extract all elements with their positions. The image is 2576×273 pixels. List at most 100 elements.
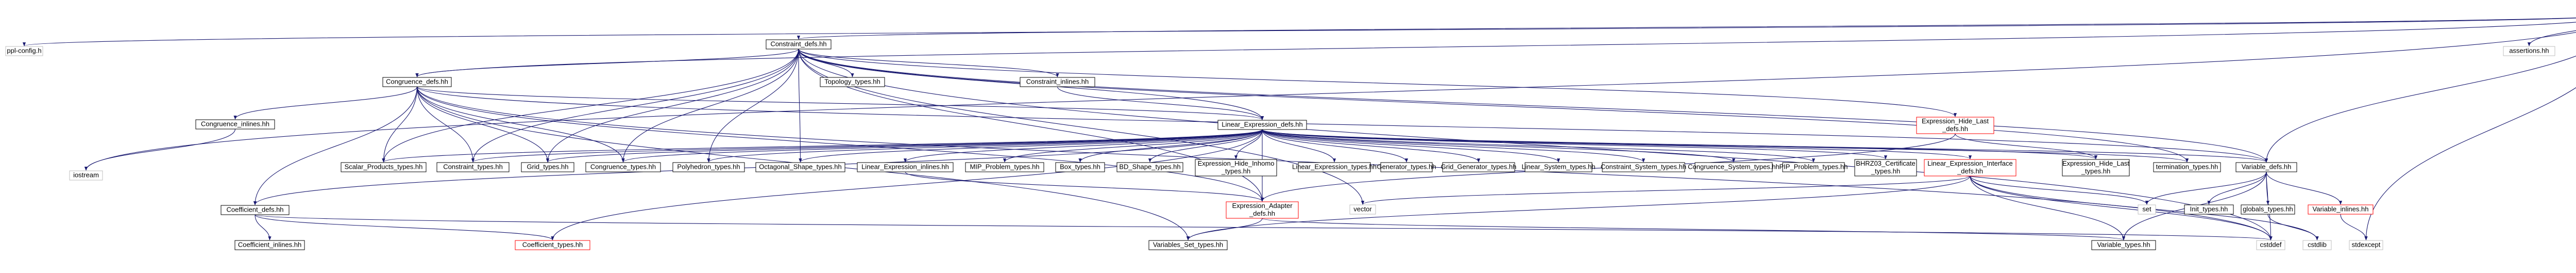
- graph-node-linear-expression-defs-hh[interactable]: Linear_Expression_defs.hh: [1217, 120, 1307, 130]
- graph-node-congruence-defs-hh[interactable]: Congruence_defs.hh: [382, 77, 452, 87]
- node-box: [1442, 162, 1515, 172]
- dependency-edge: [707, 49, 799, 163]
- dependency-edge: [1234, 129, 1263, 159]
- graph-node-grid-generator-types-hh[interactable]: Grid_Generator_types.hh: [1441, 162, 1517, 172]
- graph-node-iostream[interactable]: iostream: [69, 170, 103, 181]
- graph-node-constraint-defs-hh[interactable]: Constraint_defs.hh: [766, 39, 832, 50]
- graph-node-variable-types-hh[interactable]: Variable_types.hh: [2091, 240, 2156, 250]
- graph-node-expression-adapter-defs-hh[interactable]: Expression_Adapter_defs.hh: [1226, 201, 1299, 219]
- dependency-edge: [415, 49, 799, 77]
- graph-node-ppl-config-h[interactable]: ppl-config.h: [5, 46, 43, 56]
- graph-node-globals-types-hh[interactable]: globals_types.hh: [2241, 204, 2295, 215]
- graph-node-coefficient-inlines-hh[interactable]: Coefficient_inlines.hh: [234, 240, 305, 250]
- node-box: [1782, 162, 1845, 172]
- node-label: _defs.hh: [1249, 210, 1275, 217]
- node-label: Expression_Adapter: [1232, 202, 1293, 210]
- node-box: [341, 162, 427, 172]
- graph-node-constraint-types-hh[interactable]: Constraint_types.hh: [436, 162, 510, 172]
- node-layer: Congruence.ccppl-config.hConstraint_defs…: [5, 39, 2555, 250]
- dependency-edge: [797, 17, 2576, 40]
- graph-node-generator-types-hh[interactable]: Generator_types.hh: [1377, 162, 1436, 172]
- dependency-edge: [416, 86, 625, 163]
- graph-node-variable-defs-hh[interactable]: Variable_defs.hh: [2235, 162, 2297, 172]
- graph-node-cstddef[interactable]: cstddef: [2256, 240, 2285, 250]
- node-label: _types.hh: [1871, 167, 1900, 175]
- node-box: [755, 162, 845, 172]
- graph-node-grid-types-hh[interactable]: Grid_types.hh: [521, 162, 574, 172]
- dependency-edge: [1970, 175, 2148, 205]
- dependency-edge: [546, 129, 1263, 163]
- node-label: _defs.hh: [1957, 167, 1983, 175]
- node-label: Grid_Generator_types.hh: [1441, 163, 1517, 170]
- graph-node-stdexcept[interactable]: stdexcept: [2349, 240, 2383, 250]
- dependency-edge: [1262, 129, 1735, 163]
- node-label: ppl-config.h: [7, 46, 41, 54]
- node-label: Congruence_types.hh: [590, 163, 656, 170]
- graph-node-coefficient-types-hh[interactable]: Coefficient_types.hh: [515, 240, 590, 250]
- graph-node-variables-set-types-hh[interactable]: Variables_Set_types.hh: [1148, 240, 1228, 250]
- graph-node-init-types-hh[interactable]: Init_types.hh: [2184, 204, 2234, 215]
- graph-node-constraint-inlines-hh[interactable]: Constraint_inlines.hh: [1020, 77, 1095, 87]
- node-label: Linear_Expression_types.hh: [1292, 163, 1377, 170]
- dependency-edge: [415, 22, 2576, 77]
- node-box: [1380, 162, 1433, 172]
- node-label: BD_Shape_types.hh: [1119, 163, 1180, 170]
- graph-node-mip-problem-types-hh[interactable]: MIP_Problem_types.hh: [965, 162, 1044, 172]
- node-label: Generator_types.hh: [1377, 163, 1436, 170]
- node-label: Polyhedron_types.hh: [677, 163, 740, 170]
- node-label: Variable_types.hh: [2097, 240, 2150, 248]
- graph-node-variable-inlines-hh[interactable]: Variable_inlines.hh: [2308, 204, 2374, 215]
- graph-node-termination-types-hh[interactable]: termination_types.hh: [2153, 162, 2221, 172]
- graph-node-linear-expression-inlines-hh[interactable]: Linear_Expression_inlines.hh: [857, 162, 954, 172]
- graph-node-expression-hide-last-types-hh[interactable]: Expression_Hide_Last_types.hh: [2062, 159, 2130, 176]
- node-box: [672, 162, 745, 172]
- graph-node-coefficient-defs-hh[interactable]: Coefficient_defs.hh: [221, 205, 290, 215]
- graph-node-expression-hide-inhomo-types-hh[interactable]: Expression_Hide_Inhomo_types.hh: [1195, 159, 1277, 176]
- graph-node-congruence-types-hh[interactable]: Congruence_types.hh: [585, 162, 661, 172]
- dependency-edge: [707, 129, 1263, 163]
- graph-node-bd-shape-types-hh[interactable]: BD_Shape_types.hh: [1116, 162, 1183, 172]
- graph-node-topology-types-hh[interactable]: Topology_types.hh: [820, 77, 885, 87]
- graph-node-linear-expression-types-hh[interactable]: Linear_Expression_types.hh: [1292, 162, 1377, 172]
- node-label: Expression_Hide_Inhomo: [1198, 159, 1275, 167]
- graph-node-scalar-products-types-hh[interactable]: Scalar_Products_types.hh: [341, 162, 427, 172]
- graph-node-polyhedron-types-hh[interactable]: Polyhedron_types.hh: [672, 162, 745, 172]
- graph-node-constraint-system-types-hh[interactable]: Constraint_System_types.hh: [1601, 162, 1686, 172]
- graph-node-cstdlib[interactable]: cstdlib: [2302, 240, 2332, 250]
- graph-node-congruence-system-types-hh[interactable]: Congruence_System_types.hh: [1688, 162, 1780, 172]
- node-label: assertions.hh: [2509, 46, 2549, 54]
- node-label: Coefficient_inlines.hh: [238, 240, 301, 248]
- dependency-edge: [1262, 129, 1336, 163]
- dependency-edge: [253, 86, 418, 205]
- graph-node-linear-expression-interface-defs-hh[interactable]: Linear_Expression_Interface_defs.hh: [1924, 159, 2016, 176]
- graph-node-assertions-hh[interactable]: assertions.hh: [2503, 46, 2555, 56]
- dependency-edge: [798, 49, 1059, 77]
- graph-node-linear-system-types-hh[interactable]: Linear_System_types.hh: [1521, 162, 1596, 172]
- graph-node-set[interactable]: set: [2138, 204, 2156, 215]
- graph-node-bhrz03-certificate-types-hh[interactable]: BHRZ03_Certificate_types.hh: [1854, 159, 1917, 176]
- graph-node-octagonal-shape-types-hh[interactable]: Octagonal_Shape_types.hh: [755, 162, 845, 172]
- node-label: Coefficient_types.hh: [522, 240, 583, 248]
- dependency-edge: [551, 129, 1263, 240]
- node-box: [2349, 240, 2383, 250]
- node-box: [2091, 240, 2156, 250]
- graph-node-expression-hide-last-defs-hh[interactable]: Expression_Hide_Last_defs.hh: [1916, 117, 1994, 134]
- node-box: [1694, 162, 1773, 172]
- dependency-edge: [2266, 171, 2343, 205]
- dependency-edge: [621, 49, 799, 163]
- dependency-edge: [905, 171, 1264, 202]
- dependency-edge: [1955, 133, 2098, 159]
- dependency-edge: [416, 86, 475, 163]
- graph-node-box-types-hh[interactable]: Box_types.hh: [1055, 162, 1105, 172]
- node-box: [436, 162, 510, 172]
- dependency-edge: [382, 129, 1263, 163]
- node-box: [382, 77, 452, 87]
- graph-node-vector[interactable]: vector: [1349, 204, 1376, 215]
- dependency-edge: [1262, 129, 1409, 163]
- node-box: [1916, 117, 1994, 134]
- graph-node-pip-problem-types-hh[interactable]: PIP_Problem_types.hh: [1780, 162, 1848, 172]
- node-box: [2062, 159, 2130, 176]
- node-label: cstdlib: [2308, 240, 2327, 248]
- graph-node-congruence-inlines-hh[interactable]: Congruence_inlines.hh: [195, 119, 275, 130]
